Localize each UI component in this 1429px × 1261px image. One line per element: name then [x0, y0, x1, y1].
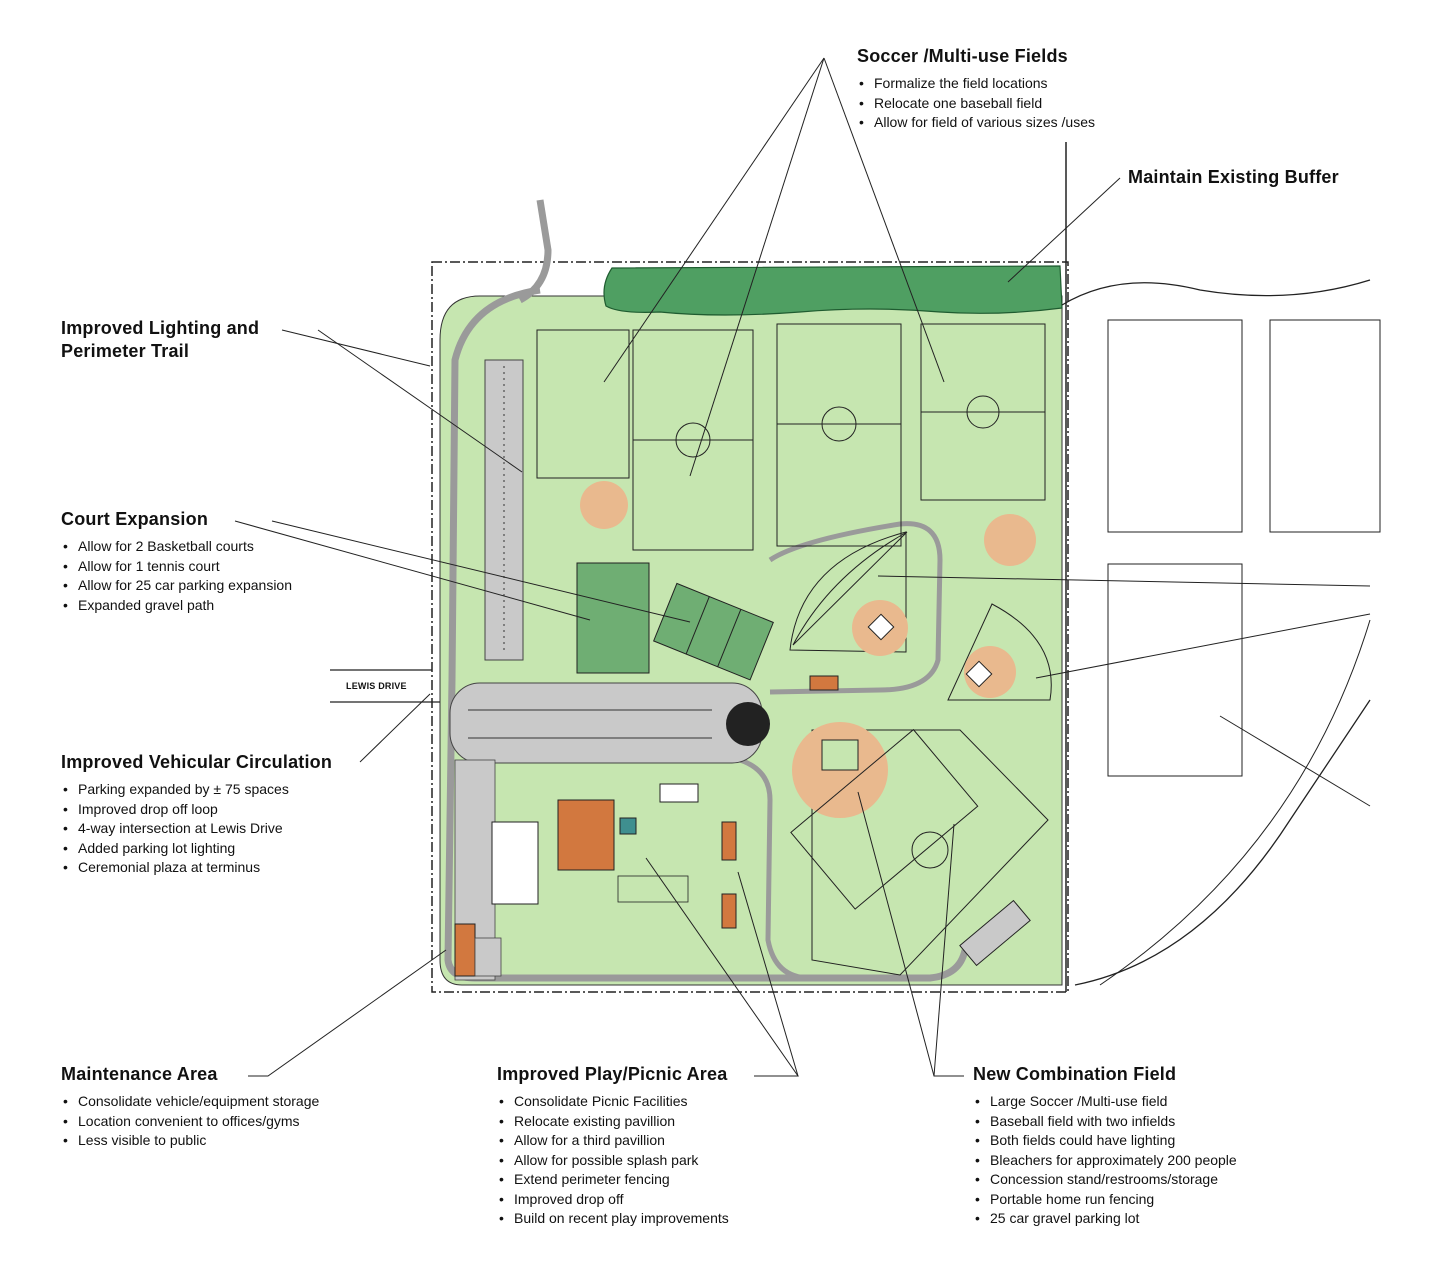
callout-title: Maintenance Area: [61, 1064, 218, 1084]
pavilion-north: [659, 783, 699, 803]
pavilion-south-1: [721, 821, 737, 861]
callout-item: 4-way intersection at Lewis Drive: [61, 819, 332, 839]
gravel-parking-lot: [959, 899, 1031, 967]
baseball-field-north: [792, 531, 908, 646]
callout-item: Large Soccer /Multi-use field: [973, 1092, 1237, 1112]
infield-small: [580, 481, 628, 529]
combination-center-circle: [911, 831, 949, 869]
callout-item: Expanded gravel path: [61, 596, 292, 616]
callout-item: Parking expanded by ± 75 spaces: [61, 780, 332, 800]
concession-building: [809, 675, 839, 691]
ceremonial-plaza: [726, 702, 770, 746]
leader-lines: [234, 57, 1371, 1077]
callout-item: Allow for 1 tennis court: [61, 557, 292, 577]
callout-soccer-fields: Soccer /Multi-use Fields Formalize the f…: [857, 45, 1095, 133]
splash-pad: [619, 817, 637, 835]
callout-item: Improved drop off: [497, 1190, 729, 1210]
east-road-south: [1074, 699, 1371, 986]
callout-play-picnic-area: Improved Play/Picnic Area Consolidate Pi…: [497, 1063, 729, 1229]
callout-item: Allow for field of various sizes /uses: [857, 113, 1095, 133]
callout-item: Relocate one baseball field: [857, 94, 1095, 114]
parking-stalls: [468, 709, 712, 739]
callout-title: Maintain Existing Buffer: [1128, 167, 1339, 187]
adjacent-field-3: [1107, 563, 1243, 777]
callout-item: Consolidate Picnic Facilities: [497, 1092, 729, 1112]
callout-title-line-2: Perimeter Trail: [61, 341, 190, 361]
callout-item: 25 car gravel parking lot: [973, 1209, 1237, 1229]
callout-title: Improved Play/Picnic Area: [497, 1064, 728, 1084]
soccer-fields: [536, 323, 1046, 551]
diamond-east: [965, 660, 993, 688]
office-building: [557, 799, 615, 871]
play-structure: [617, 875, 689, 903]
callout-item: Extend perimeter fencing: [497, 1170, 729, 1190]
gym-building: [491, 821, 539, 905]
combination-pitch: [790, 728, 979, 910]
entry-road: [518, 199, 552, 304]
callout-maintenance-area: Maintenance Area Consolidate vehicle/equ…: [61, 1063, 319, 1151]
callout-item: Less visible to public: [61, 1131, 319, 1151]
lewis-drive-label: LEWIS DRIVE: [346, 681, 407, 691]
main-parking-lot: [449, 682, 763, 764]
adjacent-field-2: [1269, 319, 1381, 533]
baseball-field-east: [947, 603, 1052, 701]
callout-item: Allow for 2 Basketball courts: [61, 537, 292, 557]
combination-field-outline: [811, 729, 1049, 976]
existing-buffer-trees: [603, 265, 1063, 316]
callout-item: Bleachers for approximately 200 people: [973, 1151, 1237, 1171]
south-trail: [739, 757, 811, 981]
callout-item: Location convenient to offices/gyms: [61, 1112, 319, 1132]
callout-title: Improved Vehicular Circulation: [61, 752, 333, 772]
callout-item: Allow for a third pavillion: [497, 1131, 729, 1151]
callout-combination-field: New Combination Field Large Soccer /Mult…: [973, 1063, 1237, 1229]
callout-court-expansion: Court Expansion Allow for 2 Basketball c…: [61, 508, 292, 615]
combination-diamond: [821, 739, 859, 771]
callout-item: Both fields could have lighting: [973, 1131, 1237, 1151]
callout-item: Build on recent play improvements: [497, 1209, 729, 1229]
callout-lighting-trail: Improved Lighting and Perimeter Trail: [61, 317, 259, 369]
infield-northeast: [984, 514, 1036, 566]
callout-item: Portable home run fencing: [973, 1190, 1237, 1210]
diamond-north: [867, 613, 895, 641]
callout-item: Concession stand/restrooms/storage: [973, 1170, 1237, 1190]
callout-item: Formalize the field locations: [857, 74, 1095, 94]
callout-item: Ceremonial plaza at terminus: [61, 858, 332, 878]
callout-title: Court Expansion: [61, 509, 209, 529]
maintenance-building: [454, 923, 476, 977]
baseball-field-north-outline: [789, 531, 907, 653]
callout-title-line-1: Improved Lighting and: [61, 318, 260, 338]
pavilion-south-2: [721, 893, 737, 929]
adjacent-field-1: [1107, 319, 1243, 533]
callout-title: Soccer /Multi-use Fields: [857, 46, 1068, 66]
callout-item: Allow for 25 car parking expansion: [61, 576, 292, 596]
east-road-north: [1061, 279, 1371, 306]
east-road-south-2: [1099, 619, 1371, 986]
callout-title: Improved Lighting and Perimeter Trail: [61, 317, 259, 363]
tennis-courts: [653, 582, 774, 681]
callout-item: Consolidate vehicle/equipment storage: [61, 1092, 319, 1112]
callout-item: Improved drop off loop: [61, 800, 332, 820]
callout-existing-buffer: Maintain Existing Buffer: [1128, 166, 1339, 195]
callout-vehicular-circulation: Improved Vehicular Circulation Parking e…: [61, 751, 332, 878]
callout-item: Baseball field with two infields: [973, 1112, 1237, 1132]
maintenance-yard: [474, 937, 502, 977]
callout-item: Added parking lot lighting: [61, 839, 332, 859]
basketball-courts: [576, 562, 650, 674]
loop-trail: [768, 521, 943, 695]
callout-item: Relocate existing pavillion: [497, 1112, 729, 1132]
callout-title: New Combination Field: [973, 1064, 1177, 1084]
callout-item: Allow for possible splash park: [497, 1151, 729, 1171]
perimeter-trail: [444, 286, 969, 982]
